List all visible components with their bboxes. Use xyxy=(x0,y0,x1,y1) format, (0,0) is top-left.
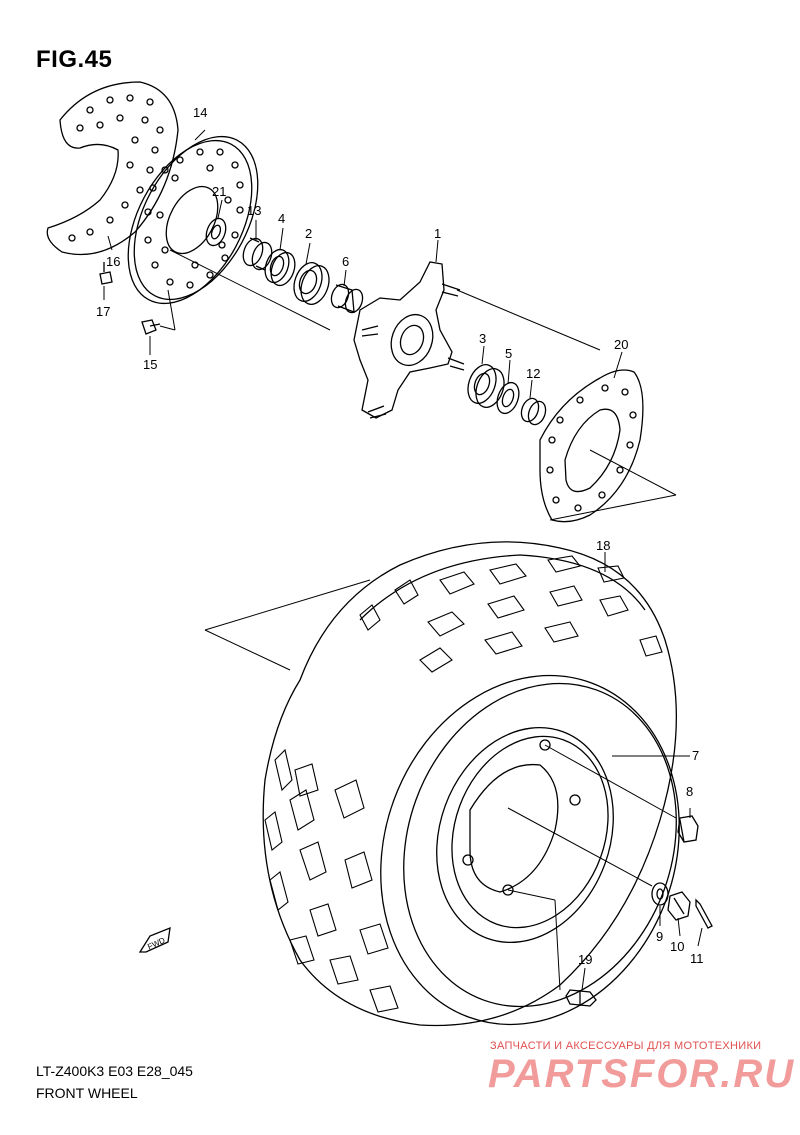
callout-2: 2 xyxy=(305,226,312,241)
callout-10: 10 xyxy=(670,939,684,954)
watermark-logo: PARTSFOR.RU xyxy=(488,1052,796,1096)
callout-18: 18 xyxy=(596,538,610,553)
model-code: LT-Z400K3 E03 E28_045 xyxy=(36,1063,193,1079)
spacer-12 xyxy=(520,397,547,426)
callout-9: 9 xyxy=(656,929,663,944)
figure-title: FIG.45 xyxy=(36,46,113,73)
callout-14: 14 xyxy=(193,105,207,120)
cotter-pin xyxy=(695,898,713,929)
diagram-name: FRONT WHEEL xyxy=(36,1085,138,1101)
bearing xyxy=(293,262,330,305)
callout-13: 13 xyxy=(247,203,261,218)
bolt-15 xyxy=(141,319,161,335)
callout-8: 8 xyxy=(686,784,693,799)
oil-seal xyxy=(264,248,296,287)
callout-15: 15 xyxy=(143,357,157,372)
callout-labels: 14 21 13 4 2 1 6 16 17 15 3 5 12 20 18 7… xyxy=(96,105,704,967)
hub-cover xyxy=(539,369,644,523)
callout-16: 16 xyxy=(106,254,120,269)
callout-17: 17 xyxy=(96,304,110,319)
leader-lines xyxy=(103,129,703,991)
wheel-hub xyxy=(353,261,465,419)
forward-direction-arrow xyxy=(138,926,171,953)
callout-19: 19 xyxy=(578,952,592,967)
bearing-3 xyxy=(467,364,505,408)
callout-11: 11 xyxy=(690,951,704,966)
callout-3: 3 xyxy=(479,331,486,346)
callout-4: 4 xyxy=(278,211,285,226)
collar xyxy=(205,217,227,247)
tire-valve xyxy=(565,989,597,1007)
callout-7: 7 xyxy=(692,748,699,763)
watermark-caption: ЗАПЧАСТИ И АКСЕССУАРЫ ДЛЯ МОТОТЕХНИКИ xyxy=(490,1040,762,1052)
wheel-nut xyxy=(677,815,699,843)
callout-21: 21 xyxy=(212,184,226,199)
oil-seal-5 xyxy=(496,381,520,415)
spacer xyxy=(242,237,273,271)
callout-5: 5 xyxy=(505,346,512,361)
rim xyxy=(436,726,614,944)
washer xyxy=(651,882,669,906)
callout-6: 6 xyxy=(342,254,349,269)
callout-20: 20 xyxy=(614,337,628,352)
callout-12: 12 xyxy=(526,366,540,381)
bolt-17 xyxy=(99,262,113,285)
brake-disc xyxy=(127,135,259,305)
disc-cover xyxy=(46,81,179,256)
callout-1: 1 xyxy=(434,226,441,241)
castle-nut xyxy=(667,891,691,921)
tire xyxy=(262,541,680,1027)
